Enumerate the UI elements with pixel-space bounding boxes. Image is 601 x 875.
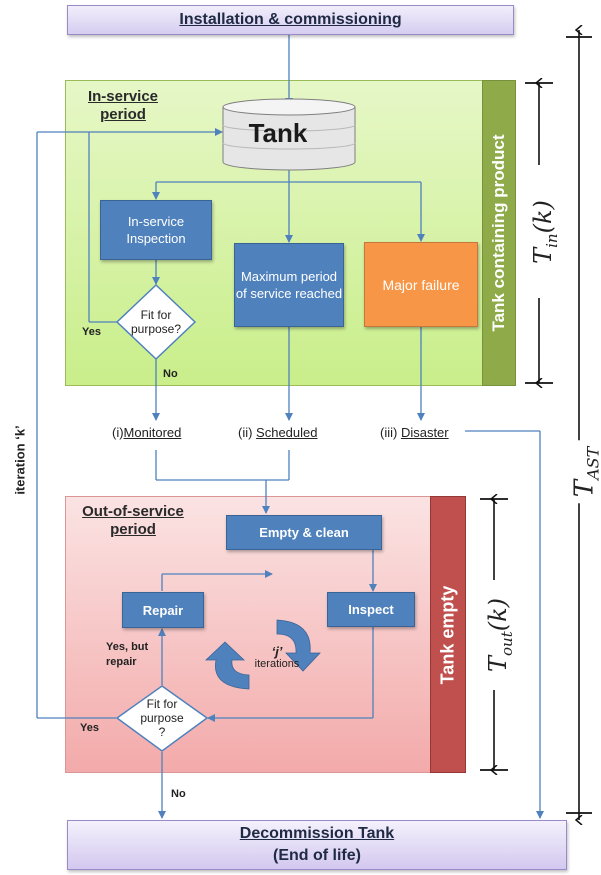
maximum-period-label: Maximum period of service reached: [235, 269, 343, 301]
iteration-arrow-left-icon: [204, 641, 250, 690]
end-of-life-label: (End of life): [273, 847, 361, 864]
yes-but-repair-line2: repair: [106, 656, 137, 668]
repair-label: Repair: [142, 602, 184, 618]
major-failure-box: Major failure: [364, 242, 478, 327]
tank-cylinder-icon: [222, 98, 356, 171]
t-ast-symbol: T: [569, 479, 600, 498]
out-fit-line1: Fit for: [146, 697, 178, 711]
t-out-label: Tout(k): [484, 598, 516, 672]
t-in-label: Tin(k): [529, 200, 561, 264]
t-in-argument: (k): [529, 200, 558, 234]
tank-containing-product-band: Tank containing product: [482, 80, 516, 386]
monitored-text: Monitored: [123, 425, 182, 440]
out-of-service-period-title: Out-of-service period: [72, 503, 194, 539]
monitored-path-label: (i)Monitored: [112, 425, 181, 440]
tank-label: Tank: [248, 118, 308, 148]
decommission-tank-box: Decommission Tank (End of life): [67, 820, 567, 870]
iteration-arrow-right-icon: [276, 619, 321, 672]
t-in-symbol: T: [529, 247, 558, 264]
j-iterations-label: ‘j’ iterations: [252, 645, 302, 671]
out-of-service-fit-for-purpose-diamond: [115, 685, 209, 752]
t-out-subscript: out: [497, 631, 516, 656]
in-service-inspection-box: In-service Inspection: [100, 200, 212, 260]
scheduled-path-label: (ii) Scheduled: [238, 425, 318, 440]
in-service-fit-for-purpose-label: Fit for purpose?: [121, 308, 191, 336]
in-service-yes-label: Yes: [82, 326, 101, 338]
inspect-label: Inspect: [348, 602, 394, 617]
out-of-service-title-line2: period: [110, 521, 156, 538]
t-out-argument: (k): [484, 597, 513, 632]
in-service-no-label: No: [163, 368, 178, 380]
in-service-fit-for-purpose-diamond: [115, 283, 197, 361]
iteration-k-label: iteration ‘k’: [12, 425, 28, 495]
empty-clean-label: Empty & clean: [259, 525, 349, 540]
out-of-service-fit-for-purpose-label: Fit for purpose ?: [127, 697, 197, 739]
out-fit-line3: ?: [158, 725, 166, 739]
in-service-period-title: In-service period: [78, 88, 168, 124]
in-service-inspection-label: In-service Inspection: [126, 214, 186, 246]
t-in-subscript: in: [542, 233, 561, 248]
in-service-fit-line2: purpose?: [130, 322, 182, 336]
scheduled-text: Scheduled: [256, 425, 318, 440]
repair-box: Repair: [122, 592, 204, 628]
tank-empty-band: Tank empty: [430, 496, 466, 773]
scheduled-prefix: (ii): [238, 425, 257, 440]
out-of-service-title-line1: Out-of-service: [82, 503, 184, 520]
t-ast-subscript: AST: [583, 446, 601, 480]
installation-commissioning-label: Installation & commissioning: [179, 11, 402, 28]
monitored-prefix: (i): [112, 425, 124, 440]
t-out-symbol: T: [484, 656, 513, 673]
t-ast-label: TAST: [569, 440, 601, 504]
installation-commissioning-box: Installation & commissioning: [67, 5, 514, 35]
out-fit-line2: purpose: [140, 711, 184, 725]
out-of-service-yes-label: Yes: [80, 722, 99, 734]
iterations-label: iterations: [254, 658, 300, 670]
major-failure-label: Major failure: [382, 276, 460, 293]
yes-but-repair-label: Yes, but repair: [106, 640, 148, 670]
disaster-prefix: (iii): [380, 425, 401, 440]
decommission-tank-label: Decommission Tank: [239, 825, 395, 842]
disaster-path-label: (iii) Disaster: [380, 425, 449, 440]
disaster-text: Disaster: [400, 425, 449, 440]
in-service-title-line1: In-service: [87, 88, 159, 105]
yes-but-repair-line1: Yes, but: [106, 641, 149, 653]
inspect-box: Inspect: [327, 592, 415, 627]
in-service-title-line2: period: [100, 106, 146, 123]
j-label: ‘j’: [271, 644, 283, 659]
maximum-period-box: Maximum period of service reached: [234, 243, 344, 327]
empty-clean-box: Empty & clean: [226, 515, 382, 550]
in-service-fit-line1: Fit for: [140, 308, 172, 322]
out-of-service-no-label: No: [171, 788, 186, 800]
